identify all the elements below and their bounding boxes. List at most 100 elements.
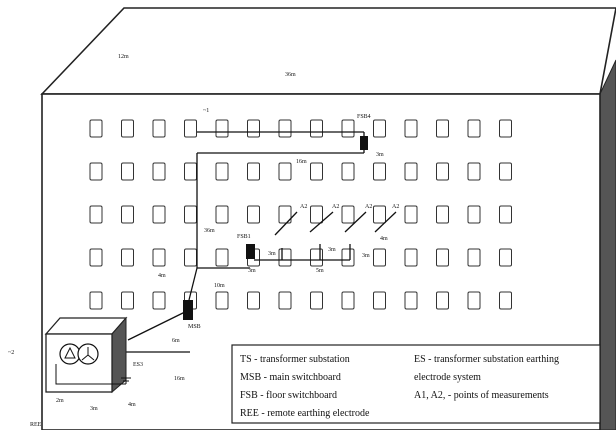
window	[310, 248, 323, 267]
fsb4-label: FSB4	[357, 114, 371, 120]
dist-ts-right: 16m	[174, 376, 185, 382]
point-label-4: A2	[392, 204, 399, 210]
window	[373, 291, 386, 310]
cable-to-msb	[188, 267, 198, 301]
dist-branch-e: 3m	[362, 253, 370, 259]
legend-box	[231, 344, 601, 424]
window	[247, 291, 260, 310]
window	[121, 291, 134, 310]
earth-ground-icon	[121, 377, 131, 384]
window	[341, 248, 355, 267]
window	[89, 291, 103, 310]
dist-top-run: 16m	[296, 159, 307, 165]
window	[152, 248, 166, 267]
window	[247, 119, 260, 138]
building-roof	[40, 7, 616, 95]
branch-arm-4	[374, 211, 397, 233]
dist-fsb1-left: 4m	[158, 273, 166, 279]
dist-msb-drop: 6m	[172, 338, 180, 344]
transformer-substation	[44, 316, 131, 394]
dist-fsb1-under: 10m	[214, 283, 225, 289]
window	[467, 162, 481, 181]
window	[278, 291, 292, 310]
window	[436, 205, 449, 224]
window	[467, 291, 481, 310]
dist-ts-bottom-right: 4m	[128, 402, 136, 408]
window	[215, 162, 229, 181]
legend: TS - transformer substation MSB - main s…	[231, 344, 601, 424]
ts-earth-lead	[55, 364, 126, 385]
legend-fsb: FSB - floor switchboard	[240, 390, 337, 401]
building-side-face	[599, 59, 616, 430]
window	[341, 162, 355, 181]
fsb1-label: FSB1	[237, 234, 251, 240]
branch-arm-2	[309, 211, 334, 233]
window	[121, 162, 134, 181]
window	[373, 162, 386, 181]
window	[310, 291, 323, 310]
window	[89, 162, 103, 181]
dist-branch-b: 5m	[316, 268, 324, 274]
window	[89, 248, 103, 267]
window	[436, 162, 449, 181]
branch-arm-1	[274, 211, 298, 236]
point-label-2: A2	[332, 204, 339, 210]
window	[310, 119, 323, 138]
window	[341, 119, 355, 138]
dist-far-left: ~2	[8, 350, 14, 356]
window	[436, 248, 449, 267]
window	[152, 162, 166, 181]
window	[278, 205, 292, 224]
dist-branch-a: 3m	[268, 251, 276, 257]
dist-top-left: ~1	[203, 108, 209, 114]
window	[278, 248, 292, 267]
window	[404, 248, 418, 267]
legend-points: A1, A2, - points of measurements	[414, 390, 549, 401]
width-label: 36m	[285, 72, 296, 78]
window	[184, 119, 197, 138]
window	[436, 291, 449, 310]
window	[467, 248, 481, 267]
window	[121, 205, 134, 224]
legend-es-line2: electrode system	[414, 372, 481, 383]
window	[152, 291, 166, 310]
window	[184, 248, 197, 267]
cable-msb-to-ts	[127, 309, 190, 341]
branch-arm-3	[344, 211, 367, 233]
window	[152, 205, 166, 224]
ts-group-label: ES3	[133, 362, 143, 368]
fsb4-switchboard	[360, 136, 368, 150]
dist-branch-d: 4m	[380, 236, 388, 242]
dist-fsb1-out: 3m	[248, 268, 256, 274]
legend-ree: REE - remote earthing electrode	[240, 408, 370, 419]
window	[247, 162, 260, 181]
window	[499, 248, 512, 267]
window	[215, 119, 229, 138]
legend-es-line1: ES - transformer substation earthing	[414, 354, 559, 365]
delta-symbol-icon	[64, 346, 76, 359]
legend-ts: TS - transformer substation	[240, 354, 350, 365]
window	[467, 119, 481, 138]
dist-branch-c: 3m	[328, 247, 336, 253]
point-label-3: A2	[365, 204, 372, 210]
window	[373, 205, 386, 224]
window	[278, 162, 292, 181]
window	[89, 205, 103, 224]
dist-ts-bottom-left: 2m	[56, 398, 64, 404]
window	[215, 291, 229, 310]
msb-switchboard	[183, 300, 193, 320]
window	[278, 119, 292, 138]
window	[373, 248, 386, 267]
star-symbol-icon	[81, 347, 95, 361]
window	[404, 291, 418, 310]
msb-label: MSB	[188, 324, 201, 330]
window	[499, 205, 512, 224]
window	[121, 119, 134, 138]
dist-top-drop: 3m	[376, 152, 384, 158]
window	[215, 248, 229, 267]
window	[310, 162, 323, 181]
window	[499, 162, 512, 181]
window	[404, 162, 418, 181]
window	[184, 205, 197, 224]
